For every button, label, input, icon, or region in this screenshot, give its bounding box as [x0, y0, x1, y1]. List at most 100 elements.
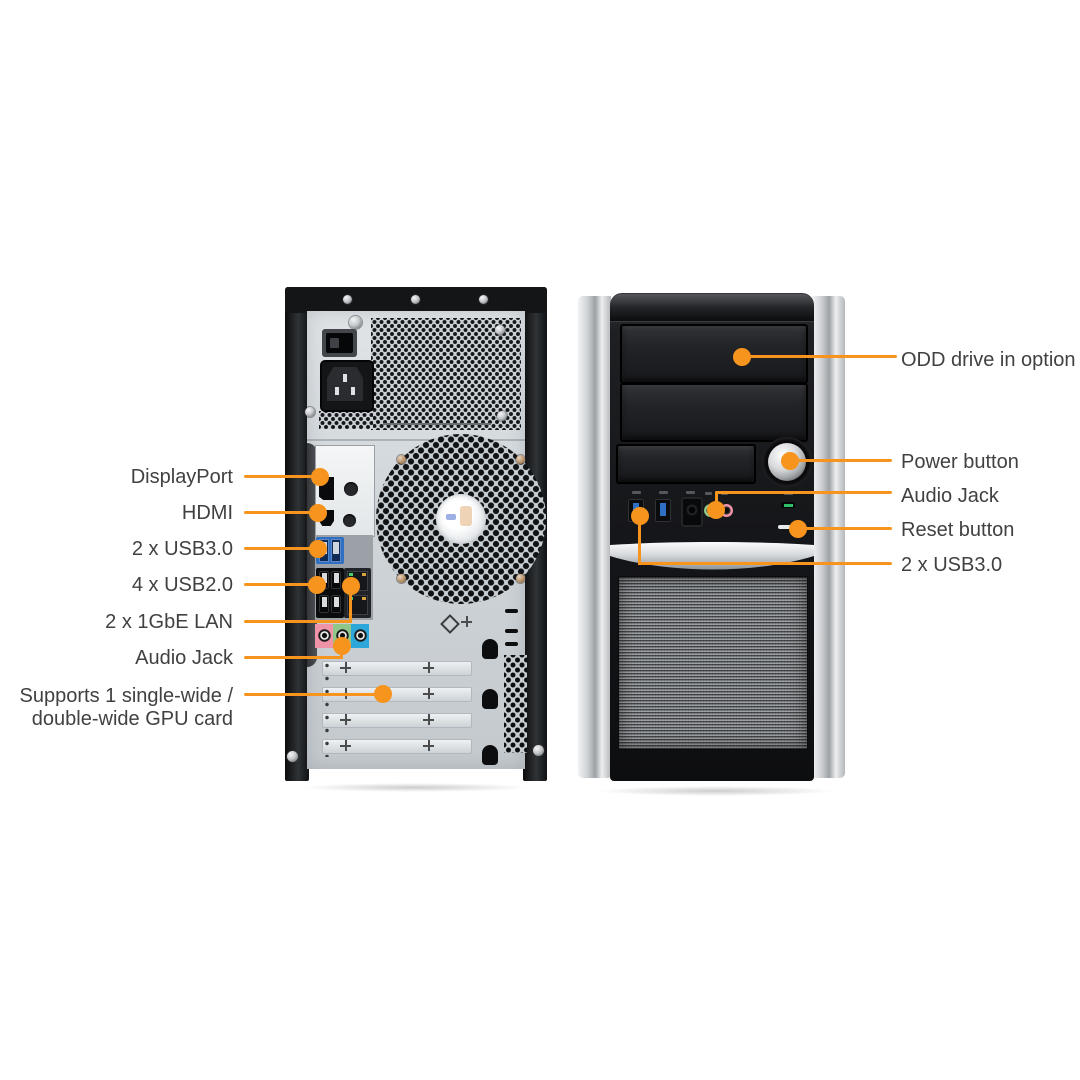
callout-dot	[781, 452, 799, 470]
panel-seam	[383, 423, 491, 425]
lan-led	[362, 573, 366, 576]
expansion-slot-cover	[322, 713, 472, 728]
front-right-rail	[812, 296, 845, 778]
slot-screw	[423, 740, 434, 751]
screw	[497, 411, 507, 421]
usb-icon	[632, 491, 641, 494]
slot-screw	[340, 740, 351, 751]
callout-line	[742, 355, 897, 358]
fan-screw	[516, 574, 525, 583]
callout-label-reset: Reset button	[901, 519, 1015, 541]
section-divider	[307, 439, 525, 441]
ac-pin	[351, 387, 355, 395]
callout-dot	[342, 577, 360, 595]
psu-vent	[371, 318, 521, 430]
ac-pin	[335, 387, 339, 395]
callout-label-usb2: 4 x USB2.0	[131, 574, 233, 596]
lan-led	[349, 573, 353, 576]
screw	[495, 325, 505, 335]
callout-label-usb3-front: 2 x USB3.0	[901, 554, 1003, 576]
screw	[305, 407, 315, 417]
jack-hole	[318, 629, 331, 642]
callout-dot	[333, 637, 351, 655]
callout-label-odd: ODD drive in option	[901, 349, 1076, 371]
callout-line	[244, 511, 318, 514]
callout-dot	[374, 685, 392, 703]
usb3-port-front	[655, 499, 671, 522]
callout-dot	[789, 520, 807, 538]
odd-drive-bay	[620, 324, 808, 384]
usb2-port	[319, 595, 329, 613]
reset-button	[778, 525, 793, 529]
psu-switch-rocker	[330, 338, 339, 348]
callout-line	[638, 516, 641, 565]
ac-inlet-face	[327, 367, 363, 401]
screw	[349, 316, 362, 329]
callout-label-hdmi: HDMI	[181, 502, 233, 524]
vent-slit	[505, 642, 518, 646]
front-mesh	[618, 576, 808, 750]
ac-inlet	[320, 360, 374, 412]
psu-vent-lower	[319, 411, 373, 429]
drive-bay-35	[616, 444, 756, 484]
callout-dot	[311, 468, 329, 486]
slot-screw	[340, 714, 351, 725]
vent-slit	[505, 629, 518, 633]
callout-line	[244, 693, 384, 696]
hub-color-mark	[446, 514, 456, 520]
callout-line	[244, 656, 343, 659]
slot-screw	[423, 688, 434, 699]
drive-bay-2	[620, 383, 808, 442]
slot-screw	[340, 662, 351, 673]
ac-pin	[343, 374, 347, 382]
front-view-chassis	[578, 293, 845, 786]
front-shadow	[596, 786, 836, 796]
front-square-port	[681, 497, 703, 527]
usb3-port	[331, 539, 341, 562]
screw	[533, 745, 544, 756]
screw	[479, 295, 488, 304]
callout-label-gpu-support: Supports 1 single-wide / double-wide GPU…	[19, 685, 233, 730]
audio-jack-linein-rear	[351, 624, 369, 648]
callout-line	[790, 459, 892, 462]
fan-screw	[397, 574, 406, 583]
callout-label-audio-front: Audio Jack	[901, 485, 999, 507]
callout-label-lan: 2 x 1GbE LAN	[105, 611, 233, 633]
slot-screw	[423, 662, 434, 673]
callout-dot	[707, 501, 725, 519]
usb2-port	[331, 595, 341, 613]
callout-label-power: Power button	[901, 451, 1019, 473]
slot-dot-column	[325, 659, 329, 757]
keyhole-cutout	[482, 639, 498, 659]
knockout-hole	[343, 514, 356, 527]
fan-hub-sticker	[436, 494, 486, 544]
plus-mark	[461, 616, 472, 627]
port-icon	[686, 491, 695, 494]
usb-icon	[659, 491, 668, 494]
slot-screw	[423, 714, 434, 725]
callout-line	[244, 475, 320, 478]
rear-view-chassis	[285, 287, 547, 783]
callout-label-usb3-rear: 2 x USB3.0	[131, 538, 233, 560]
callout-line	[798, 527, 892, 530]
usb2-port	[331, 571, 341, 589]
callout-line	[244, 547, 318, 550]
front-top-band	[610, 294, 814, 322]
psu-switch-recess	[326, 333, 353, 353]
callout-line	[244, 620, 352, 623]
rear-shadow	[300, 783, 530, 792]
callout-dot	[309, 504, 327, 522]
screw	[411, 295, 420, 304]
usb-tab	[333, 542, 339, 554]
expansion-slot-cover	[322, 661, 472, 676]
fan-screw	[516, 455, 525, 464]
callout-dot	[733, 348, 751, 366]
callout-label-audio-rear: Audio Jack	[135, 647, 233, 669]
expansion-slot-cover	[322, 739, 472, 754]
screw	[287, 751, 298, 762]
front-left-rail	[578, 296, 611, 778]
vent-slit	[505, 609, 518, 613]
side-vent	[504, 655, 527, 753]
keyhole-cutout	[482, 745, 498, 765]
